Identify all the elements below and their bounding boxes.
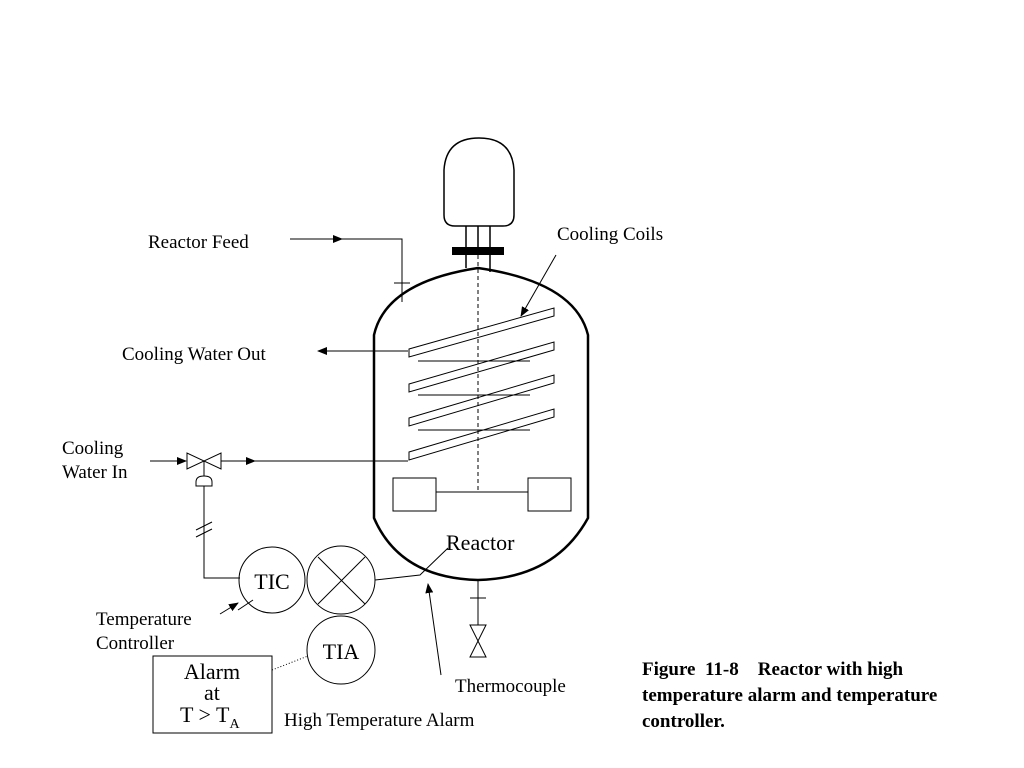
figure-caption-line1: Figure 11-8 Reactor with high — [642, 659, 903, 680]
bottom-valve — [469, 624, 487, 658]
tia-instrument — [306, 615, 376, 685]
alarm-line1: Alarm — [184, 659, 240, 684]
alarm-box — [152, 655, 273, 734]
tic-instrument — [238, 546, 306, 614]
valve-actuator — [195, 475, 213, 487]
reactor-vessel — [372, 266, 590, 582]
agitator-blade-left — [392, 477, 437, 512]
motor-flange — [452, 247, 504, 255]
agitator-motor — [443, 137, 515, 227]
cooling-water-in-label-1: Cooling — [62, 438, 124, 459]
reactor-label: Reactor — [446, 530, 515, 555]
cooling-coils-pointer — [520, 254, 557, 317]
signal-hash-2 — [195, 528, 213, 538]
tic-pointer — [219, 602, 239, 615]
tic-label: TIC — [254, 569, 289, 594]
agitator-blade-right — [527, 477, 572, 512]
transmitter-x2 — [317, 556, 366, 605]
cooling-water-out-label: Cooling Water Out — [122, 344, 266, 365]
temperature-controller-label-2: Controller — [96, 633, 175, 654]
feed-line — [342, 238, 403, 302]
temperature-controller-label-1: Temperature — [96, 609, 192, 630]
alarm-subscript: A — [230, 717, 241, 732]
high-temperature-alarm-label: High Temperature Alarm — [284, 710, 475, 731]
cooling-coils-label: Cooling Coils — [557, 224, 663, 245]
reactor-feed-label: Reactor Feed — [148, 232, 249, 253]
alarm-line2: at — [204, 680, 220, 705]
control-valve — [186, 452, 222, 470]
figure-caption-line3: controller. — [642, 711, 725, 732]
signal-line — [203, 486, 240, 579]
tia-label: TIA — [323, 639, 360, 664]
figure-caption-line2: temperature alarm and temperature — [642, 685, 937, 706]
thermocouple-pointer — [425, 583, 442, 676]
alarm-connector — [271, 655, 309, 671]
cooling-water-in-label-2: Water In — [62, 462, 128, 483]
alarm-line3: T > TA — [180, 702, 241, 732]
thermocouple-line — [374, 547, 449, 581]
cooling-coils — [408, 307, 555, 461]
thermocouple-label: Thermocouple — [455, 676, 566, 697]
signal-hash-1 — [195, 521, 213, 531]
alarm-condition: T > T — [180, 702, 230, 727]
tic-pointer-line — [237, 599, 254, 611]
